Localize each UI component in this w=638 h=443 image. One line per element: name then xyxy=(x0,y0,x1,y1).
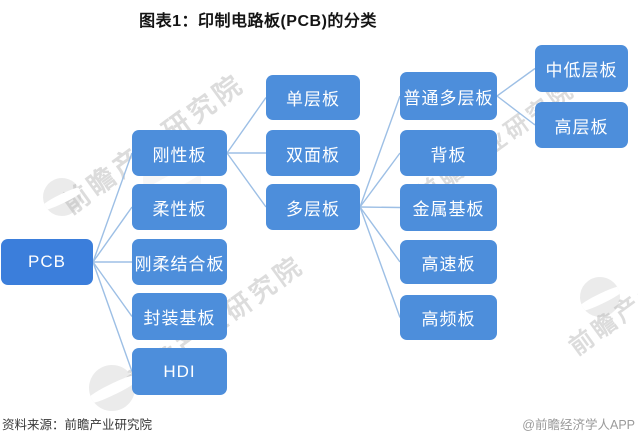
edge-pcb-fengzhuang xyxy=(92,261,133,317)
node-jinshu: 金属基板 xyxy=(400,184,497,231)
node-pcb: PCB xyxy=(1,239,93,285)
node-label: 柔性板 xyxy=(152,199,207,219)
node-putong: 普通多层板 xyxy=(400,72,497,120)
edge-duoceng-gaosu xyxy=(359,206,401,263)
node-rouxing: 柔性板 xyxy=(132,184,227,230)
node-label: 封装基板 xyxy=(143,309,216,328)
node-label: 中低层板 xyxy=(545,61,618,80)
node-label: 普通多层板 xyxy=(403,88,494,108)
edge-duoceng-jinshu xyxy=(359,206,401,209)
credit-note: @前瞻经济学人APP xyxy=(522,418,635,432)
node-label: HDI xyxy=(163,361,196,381)
edge-putong-gaoceng xyxy=(496,95,536,126)
node-danceng: 单层板 xyxy=(266,75,360,120)
node-label: 刚柔结合板 xyxy=(134,254,225,274)
edge-gangxing-duoceng xyxy=(226,152,267,208)
node-duoceng: 多层板 xyxy=(266,184,360,230)
node-label: 刚性板 xyxy=(152,145,207,165)
node-label: 金属基板 xyxy=(412,200,485,219)
node-gaoceng: 高层板 xyxy=(535,102,628,148)
node-label: 高频板 xyxy=(421,310,476,329)
node-label: 单层板 xyxy=(286,90,340,109)
edge-duoceng-putong xyxy=(359,95,401,208)
edge-gangxing-danceng xyxy=(226,97,267,154)
edge-pcb-gangxing xyxy=(92,152,133,263)
node-gangrou: 刚柔结合板 xyxy=(132,239,227,285)
edge-pcb-hdi xyxy=(92,261,133,372)
edge-putong-zhongdi xyxy=(496,67,536,97)
node-beiban: 背板 xyxy=(400,130,497,176)
node-gaopin: 高频板 xyxy=(400,295,497,340)
chart-title: 图表1：印制电路板(PCB)的分类 xyxy=(139,13,377,30)
node-gangxing: 刚性板 xyxy=(132,130,227,176)
edge-pcb-rouxing xyxy=(92,206,133,263)
source-note: 资料来源：前瞻产业研究院 xyxy=(2,418,153,432)
node-label: 双面板 xyxy=(286,145,340,165)
node-label: 背板 xyxy=(430,145,467,165)
node-label: 高速板 xyxy=(421,254,476,274)
edge-duoceng-beiban xyxy=(359,152,401,208)
node-label: 高层板 xyxy=(554,117,609,137)
node-fengzhuang: 封装基板 xyxy=(132,293,227,340)
node-shuangmian: 双面板 xyxy=(266,130,360,176)
node-hdi: HDI xyxy=(132,348,227,395)
edge-duoceng-gaopin xyxy=(359,206,401,318)
node-zhongdi: 中低层板 xyxy=(535,45,628,92)
node-gaosu: 高速板 xyxy=(400,240,497,284)
node-label: PCB xyxy=(28,252,66,271)
node-label: 多层板 xyxy=(286,199,340,219)
